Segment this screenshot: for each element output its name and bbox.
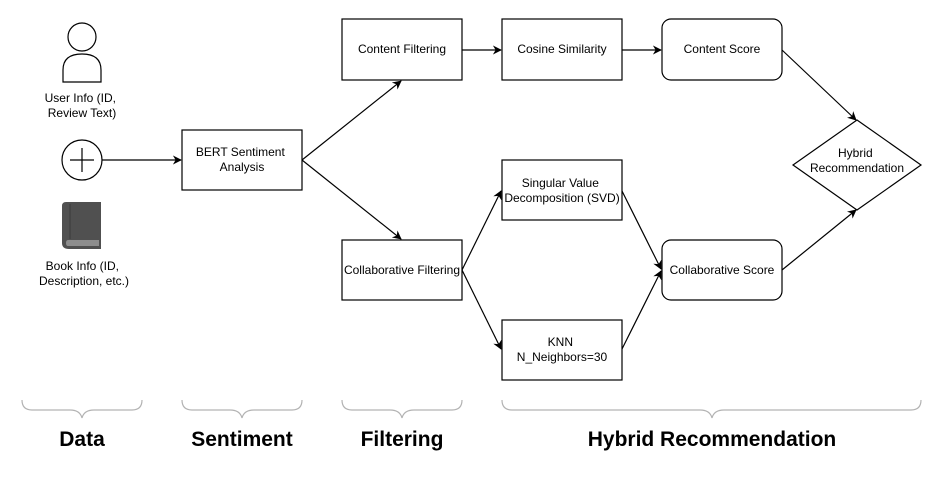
brace-data [21, 399, 143, 419]
content-score-label: Content Score [684, 42, 761, 56]
arrow-knn-to-collaborative-score [621, 270, 662, 350]
bert-sentiment-box [181, 129, 303, 191]
stage-label-filtering: Filtering [361, 428, 444, 451]
knn-box [501, 319, 623, 381]
book-info-label: Book Info (ID, Description, etc.) [39, 259, 129, 288]
user-info-label: User Info (ID, Review Text) [45, 91, 120, 120]
book-icon [62, 202, 101, 249]
book-info-line: Book Info (ID, [46, 259, 119, 273]
brace-hybrid-recommendation [501, 399, 922, 419]
user-info-line: Review Text) [48, 106, 116, 120]
arrow-bert-to-collaborative-filtering [301, 159, 402, 240]
plus-circle-icon [61, 139, 103, 181]
bert-sentiment-label: BERT Sentiment Analysis [196, 145, 288, 174]
content-score-box [661, 18, 783, 81]
svd-box [501, 159, 623, 221]
brace-filtering [341, 399, 463, 419]
content-filtering-label: Content Filtering [358, 42, 446, 56]
arrow-svd-to-collaborative-score [621, 190, 662, 270]
arrow-collaborative-to-knn [461, 269, 502, 350]
arrow-collaborative-score-to-hybrid [781, 209, 857, 271]
hybrid-recommendation-label: Hybrid Recommendation [810, 146, 904, 175]
stage-braces [21, 399, 922, 419]
collaborative-filtering-label: Collaborative Filtering [344, 263, 460, 277]
arrow-content-score-to-hybrid [781, 49, 857, 121]
brace-sentiment [181, 399, 303, 419]
connectors [102, 45, 857, 350]
arrow-collaborative-to-svd [461, 190, 502, 271]
stage-label-hybrid-recommendation: Hybrid Recommendation [588, 428, 837, 451]
cosine-similarity-box [501, 18, 623, 81]
stage-label-data: Data [59, 428, 105, 451]
collaborative-score-label: Collaborative Score [670, 263, 775, 277]
cosine-similarity-label: Cosine Similarity [517, 42, 606, 56]
svd-label: Singular Value Decomposition (SVD) [504, 176, 619, 205]
book-info-line: Description, etc.) [39, 274, 129, 288]
stage-label-sentiment: Sentiment [191, 428, 293, 451]
content-filtering-box [341, 18, 463, 81]
user-info-line: User Info (ID, [45, 91, 116, 105]
arrow-bert-to-content-filtering [301, 80, 402, 161]
hybrid-recommendation-diamond [791, 119, 923, 211]
user-icon [62, 22, 102, 83]
knn-label: KNN N_Neighbors=30 [517, 335, 608, 364]
